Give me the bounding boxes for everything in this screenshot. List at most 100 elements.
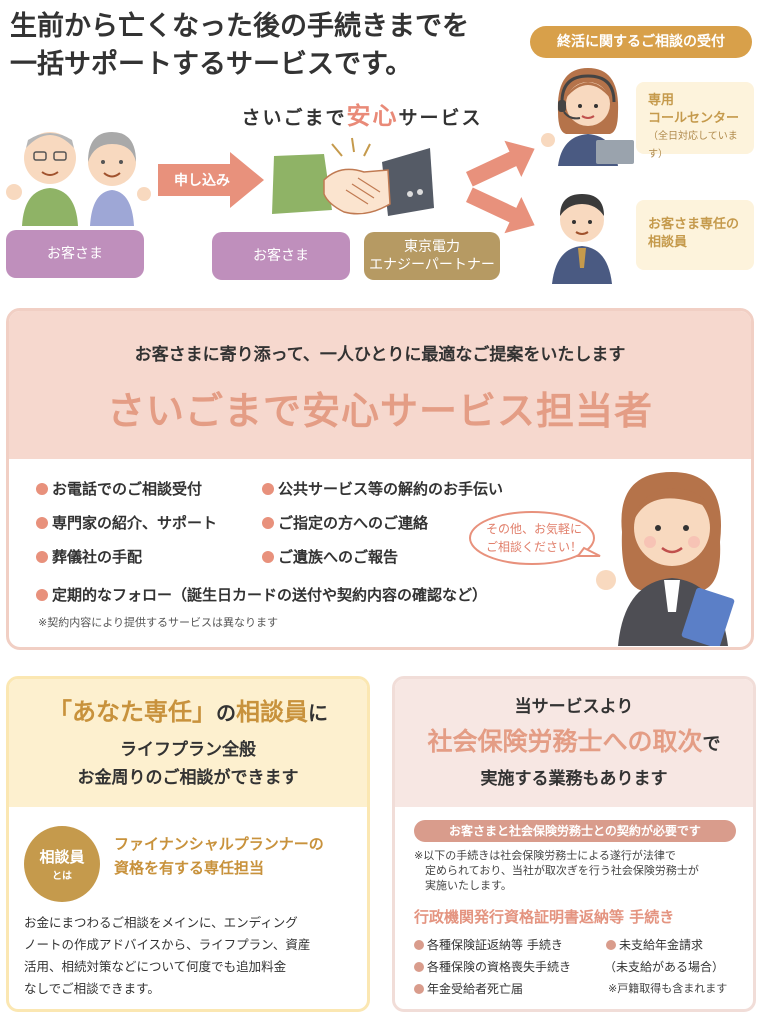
handshake-illustration xyxy=(272,137,434,216)
procedures-subtitle: 行政機関発行資格証明書返納等 手続き xyxy=(414,908,675,926)
bullet-left-1: お電話でのご相談受付 xyxy=(36,478,202,499)
headline: 生前から亡くなった後の手続きまでを 一括サポートするサービスです。 xyxy=(10,8,530,84)
labor-note-line: 実施いたします。 xyxy=(414,879,512,892)
headline-line1: 生前から亡くなった後の手続きまでを xyxy=(10,11,469,42)
procedure-text: 各種保険証返納等 手続き xyxy=(427,938,563,952)
bullet-right-1: 公共サービス等の解約のお手伝い xyxy=(262,478,503,499)
dedicated-line1: お客さま専任の xyxy=(648,217,740,232)
speech-bubble xyxy=(469,511,601,565)
procedure-item-1: 各種保険証返納等 手続き xyxy=(414,936,563,953)
procedure-text: 年金受給者死亡届 xyxy=(427,982,524,996)
body-line: 活用、相続対策などについて何度でも追加料金 xyxy=(24,959,287,974)
bullet-left-3: 葬儀社の手配 xyxy=(36,546,142,567)
speech-text: その他、お気軽に ご相談ください！ xyxy=(472,520,596,556)
call-center-operator-illustration xyxy=(541,68,634,166)
consultant-header-bg xyxy=(9,679,367,807)
bullet-text: 定期的なフォロー（誕生日カードの送付や契約内容の確認など） xyxy=(52,586,488,604)
service-staff-subtitle: お客さまに寄り添って、一人ひとりに最適なご提案をいたします xyxy=(134,345,626,365)
bullet-dot xyxy=(414,983,424,994)
bullet-dot xyxy=(606,939,616,950)
consultant-title: 「あなた専任」の相談員に xyxy=(9,692,367,727)
contract-note: ※契約内容により提供するサービスは異なります xyxy=(38,616,278,629)
consultant-subtitle: ライフプラン全般 お金周りのご相談ができます xyxy=(9,736,367,792)
contract-required-pill: お客さまと社会保険労務士との契約が必要です xyxy=(414,820,736,842)
service-staff-illustration xyxy=(596,472,735,646)
bullet-dot xyxy=(36,482,48,495)
labor-note-line: ※以下の手続きは社会保険労務士による遂行が法律で xyxy=(414,849,676,862)
consultant-badge: 相談員 とは xyxy=(24,826,100,902)
body-line: なしでご相談できます。 xyxy=(24,981,160,996)
consultant-title-b: に xyxy=(308,701,328,725)
bullet-text: お電話でのご相談受付 xyxy=(52,480,203,498)
apply-label: 申し込み xyxy=(174,173,230,189)
labor-consultant-header-bg xyxy=(395,679,753,807)
labor-title-highlight: 社会保険労務士への取次 xyxy=(427,727,703,756)
service-staff-title: さいごまで安心サービス担当者 xyxy=(106,389,653,433)
consultant-title-gold: 相談員 xyxy=(236,698,308,726)
procedure-item-right-note: （未支給がある場合） xyxy=(604,960,725,974)
bullet-dot xyxy=(262,516,274,529)
customer-label-mid: お客さま xyxy=(212,232,350,280)
service-title-a: さいごまで xyxy=(241,107,347,129)
bullet-dot xyxy=(36,516,48,529)
procedure-item-3: 年金受給者死亡届 xyxy=(414,980,523,997)
bullet-text: 葬儀社の手配 xyxy=(52,548,143,566)
branch-arrows-icon xyxy=(466,140,535,234)
consultant-title-a: の xyxy=(216,701,236,725)
speech-line1: その他、お気軽に xyxy=(485,522,582,536)
procedure-item-2: 各種保険の資格喪失手続き xyxy=(414,958,571,975)
service-title-highlight: 安心 xyxy=(346,102,399,130)
dedicated-line2: 相談員 xyxy=(648,235,688,250)
consultation-ribbon: 終活に関するご相談の受付 xyxy=(530,26,752,58)
apply-arrow-icon xyxy=(158,152,264,208)
company-label-line2: エナジーパートナー xyxy=(369,257,495,273)
company-label-line1: 東京電力 xyxy=(404,239,460,255)
call-center-box: 専用 コールセンター （全日対応しています） xyxy=(636,82,754,160)
headline-line2: 一括サポートするサービスです。 xyxy=(10,49,413,80)
call-center-line1: 専用 xyxy=(648,93,675,108)
koseki-note: ※戸籍取得も含まれます xyxy=(608,982,728,995)
labor-title-line1: 当サービスより xyxy=(514,697,634,717)
elderly-couple-illustration xyxy=(6,132,151,226)
call-center-note: （全日対応しています） xyxy=(648,131,738,160)
bullet-wide: 定期的なフォロー（誕生日カードの送付や契約内容の確認など） xyxy=(36,584,487,605)
service-title-b: サービス xyxy=(398,107,483,129)
service-title: さいごまで安心サービス xyxy=(222,96,502,131)
procedure-item-right: 未支給年金請求 xyxy=(606,936,703,953)
bullet-dot xyxy=(262,550,274,563)
dedicated-consultant-illustration xyxy=(552,194,612,284)
labor-title-line2: 社会保険労務士への取次で xyxy=(395,722,753,758)
body-line: ノートの作成アドバイスから、ライフプラン、資産 xyxy=(24,937,311,952)
badge-big: 相談員 xyxy=(39,848,85,866)
bullet-dot xyxy=(414,961,424,972)
body-line: お金にまつわるご相談をメインに、エンディング xyxy=(24,915,298,930)
fp-line1: ファイナンシャルプランナーの xyxy=(114,835,324,853)
labor-title-line3: 実施する業務もあります xyxy=(480,769,668,789)
consultant-subtitle-line2: ライフプラン全般 xyxy=(120,740,256,760)
bullet-right-2: ご指定の方へのご連絡 xyxy=(262,512,428,533)
labor-note: ※以下の手続きは社会保険労務士による遂行が法律で 定められており、当社が取次ぎを… xyxy=(414,848,744,893)
bullet-text: 専門家の紹介、サポート xyxy=(52,514,218,532)
customer-label-left: お客さま xyxy=(6,230,144,278)
bullet-text: ご遺族へのご報告 xyxy=(278,548,399,566)
consultant-body: お金にまつわるご相談をメインに、エンディング ノートの作成アドバイスから、ライフ… xyxy=(24,912,360,1000)
bullet-right-3: ご遺族へのご報告 xyxy=(262,546,398,567)
bullet-text: 公共サービス等の解約のお手伝い xyxy=(278,480,504,498)
consultant-subtitle-line3: お金周りのご相談ができます xyxy=(77,768,299,788)
badge-small: とは xyxy=(52,871,72,882)
fp-line2: 資格を有する専任担当 xyxy=(114,859,265,877)
bullet-left-2: 専門家の紹介、サポート xyxy=(36,512,217,533)
call-center-line2: コールセンター xyxy=(648,111,740,126)
dedicated-consultant-box: お客さま専任の 相談員 xyxy=(636,200,754,270)
labor-title-b: で xyxy=(702,734,721,755)
consultant-title-quote: 「あなた専任」 xyxy=(48,698,216,726)
procedure-text: 各種保険の資格喪失手続き xyxy=(427,960,572,974)
bullet-dot xyxy=(36,588,48,601)
bullet-dot xyxy=(262,482,274,495)
bullet-dot xyxy=(414,939,424,950)
financial-planner-text: ファイナンシャルプランナーの 資格を有する専任担当 xyxy=(114,832,364,880)
bullet-text: ご指定の方へのご連絡 xyxy=(278,514,429,532)
bullet-dot xyxy=(36,550,48,563)
company-label: 東京電力 エナジーパートナー xyxy=(364,232,500,280)
procedure-text: 未支給年金請求 xyxy=(619,938,704,952)
